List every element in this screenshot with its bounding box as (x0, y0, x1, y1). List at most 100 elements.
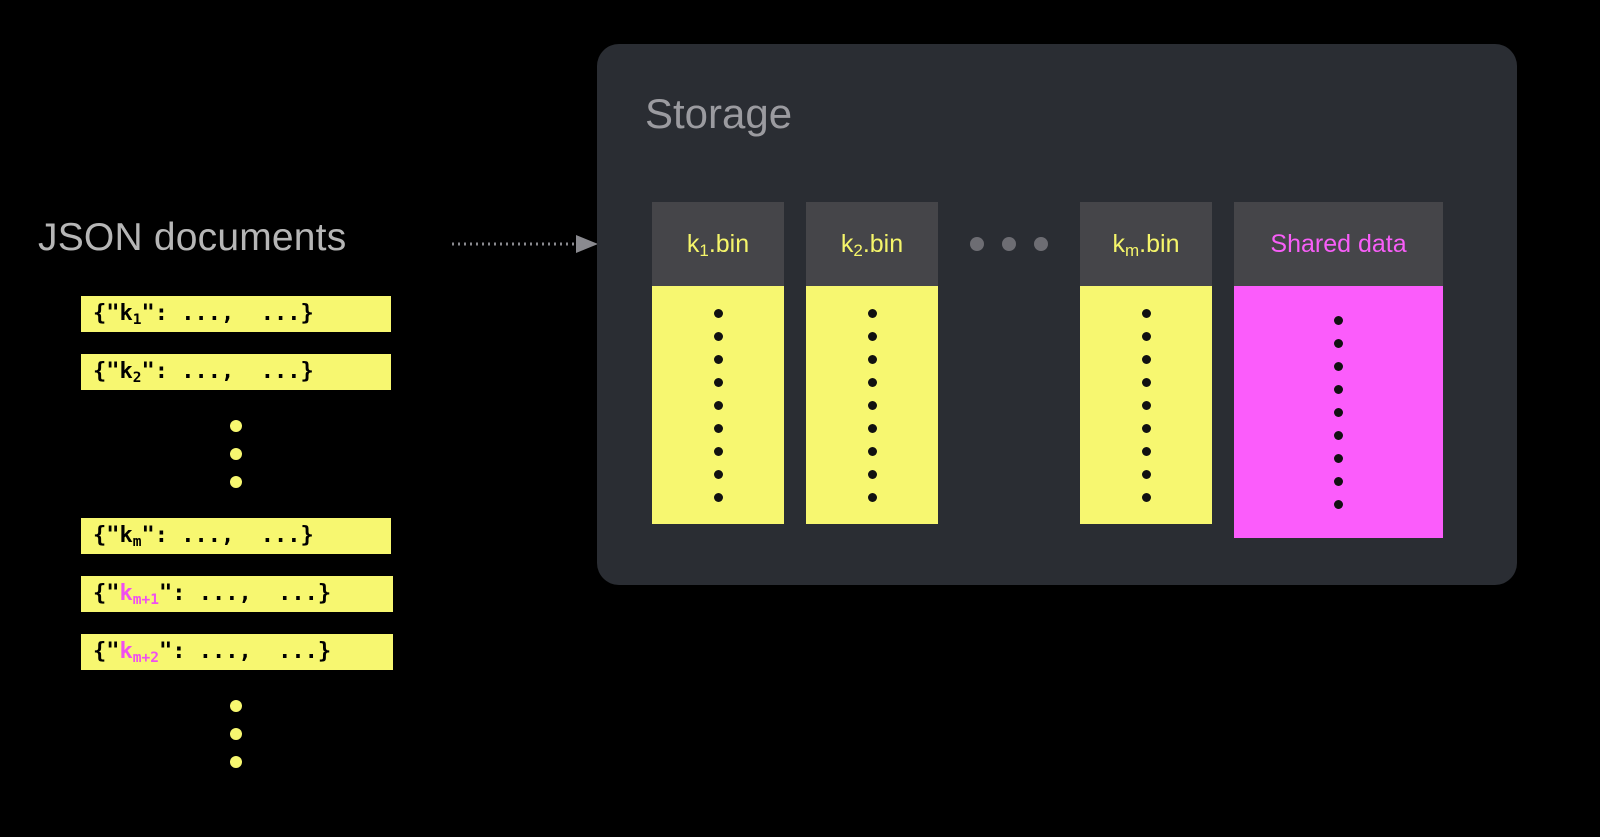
storage-bin-header: k1.bin (652, 202, 784, 286)
record-dot (867, 423, 877, 433)
record-dot (867, 354, 877, 364)
record-dot (713, 377, 723, 387)
storage-bin-label: Shared data (1270, 230, 1406, 259)
ellipsis-dot (230, 756, 242, 768)
json-key: k2 (119, 359, 142, 387)
json-code-prefix: {" (93, 359, 120, 384)
json-key-shared: km+1 (119, 581, 159, 609)
json-document-code: {"km+1": ..., ...} (93, 581, 331, 609)
json-key: k1 (120, 301, 142, 329)
record-dot (713, 492, 723, 502)
record-dot (1334, 499, 1343, 509)
json-document-box: {"k2": ..., ...} (81, 354, 391, 390)
record-dot (1334, 384, 1343, 394)
storage-bin-label-extension: .bin (1139, 229, 1180, 258)
record-dot (867, 377, 877, 387)
json-key-base: k (119, 581, 133, 606)
arrow-head (576, 235, 598, 253)
storage-bin-label: k2.bin (840, 229, 904, 261)
json-code-prefix: {" (93, 301, 120, 326)
storage-bin-label-subscript: 1 (699, 241, 709, 261)
record-dot (867, 331, 877, 341)
ellipsis-dot (1002, 237, 1016, 251)
storage-bin-body (806, 286, 938, 524)
json-key-subscript: 1 (132, 312, 142, 329)
storage-bin-label-extension: .bin (708, 229, 750, 258)
record-dot (1141, 308, 1151, 318)
storage-bin-label-base: k (840, 229, 854, 258)
storage-bin-label-base: k (686, 229, 700, 258)
storage-panel: Storage k1.bin k2.bin (597, 44, 1517, 585)
storage-bin: k2.bin (806, 202, 938, 524)
record-dot (867, 308, 877, 318)
json-key-shared: km+2 (119, 639, 159, 667)
json-code-suffix: ": ..., ...} (141, 523, 314, 548)
json-key: km (119, 523, 142, 551)
json-code-prefix: {" (93, 523, 120, 548)
json-key-base: k (119, 359, 133, 384)
record-dot (867, 469, 877, 479)
ellipsis-dot (230, 476, 242, 488)
ellipsis-dot (970, 237, 984, 251)
record-dot (713, 400, 723, 410)
storage-bin-label-extension: .bin (862, 229, 904, 258)
storage-bin-header: km.bin (1080, 202, 1212, 286)
json-key-subscript: m+2 (132, 650, 159, 667)
json-key-base: k (119, 639, 133, 664)
ellipsis-dot (1034, 237, 1048, 251)
record-dot (713, 331, 723, 341)
storage-bin-body (652, 286, 784, 524)
record-dot (1141, 354, 1151, 364)
json-document-box-shared: {"km+2": ..., ...} (81, 634, 393, 670)
record-dot (867, 400, 877, 410)
json-documents-section: JSON documents {"k1": ..., ...} {"k2": .… (0, 0, 600, 837)
ellipsis-dot (230, 448, 242, 460)
json-key-subscript: m+1 (132, 592, 159, 609)
record-dot (1334, 315, 1343, 325)
record-dot (1141, 446, 1151, 456)
json-key-base: k (119, 523, 133, 548)
record-dot (867, 446, 877, 456)
json-key-subscript: m (132, 534, 142, 551)
record-dot (1334, 430, 1343, 440)
json-code-suffix: ": ..., ...} (141, 359, 314, 384)
json-document-code: {"k2": ..., ...} (93, 359, 314, 387)
json-code-prefix: {" (93, 581, 120, 606)
record-dot (1141, 331, 1151, 341)
storage-bin-label-base: Shared data (1270, 229, 1407, 258)
json-document-list: {"k1": ..., ...} {"k2": ..., ...} {"km":… (81, 296, 411, 798)
json-document-code: {"k1": ..., ...} (93, 301, 314, 329)
json-code-prefix: {" (93, 639, 120, 664)
storage-bin-header: k2.bin (806, 202, 938, 286)
json-code-suffix: ": ..., ...} (141, 301, 314, 326)
json-document-code: {"km+2": ..., ...} (93, 639, 331, 667)
storage-bins-row: k1.bin k2.bin (652, 202, 1443, 538)
storage-bin-label-subscript: 2 (853, 241, 863, 261)
vertical-ellipsis-icon (81, 692, 391, 776)
storage-bin-body (1234, 286, 1443, 538)
flow-arrow-icon (452, 235, 598, 253)
record-dot (713, 423, 723, 433)
record-dot (1334, 361, 1343, 371)
json-document-box-shared: {"km+1": ..., ...} (81, 576, 393, 612)
json-document-box: {"k1": ..., ...} (81, 296, 391, 332)
record-dot (1141, 492, 1151, 502)
record-dot (867, 492, 877, 502)
ellipsis-dot (230, 700, 242, 712)
record-dot (713, 354, 723, 364)
record-dot (1334, 407, 1343, 417)
storage-bin-label-base: k (1112, 229, 1126, 258)
record-dot (1141, 423, 1151, 433)
vertical-ellipsis-icon (81, 412, 391, 496)
storage-bin-body (1080, 286, 1212, 524)
json-documents-title: JSON documents (38, 216, 347, 259)
record-dot (713, 308, 723, 318)
record-dot (713, 469, 723, 479)
json-document-code: {"km": ..., ...} (93, 523, 314, 551)
record-dot (1334, 476, 1343, 486)
storage-bin-label-subscript: m (1125, 241, 1140, 261)
record-dot (1334, 338, 1343, 348)
json-key-subscript: 2 (132, 370, 142, 387)
record-dot (1141, 400, 1151, 410)
storage-title: Storage (645, 90, 793, 137)
